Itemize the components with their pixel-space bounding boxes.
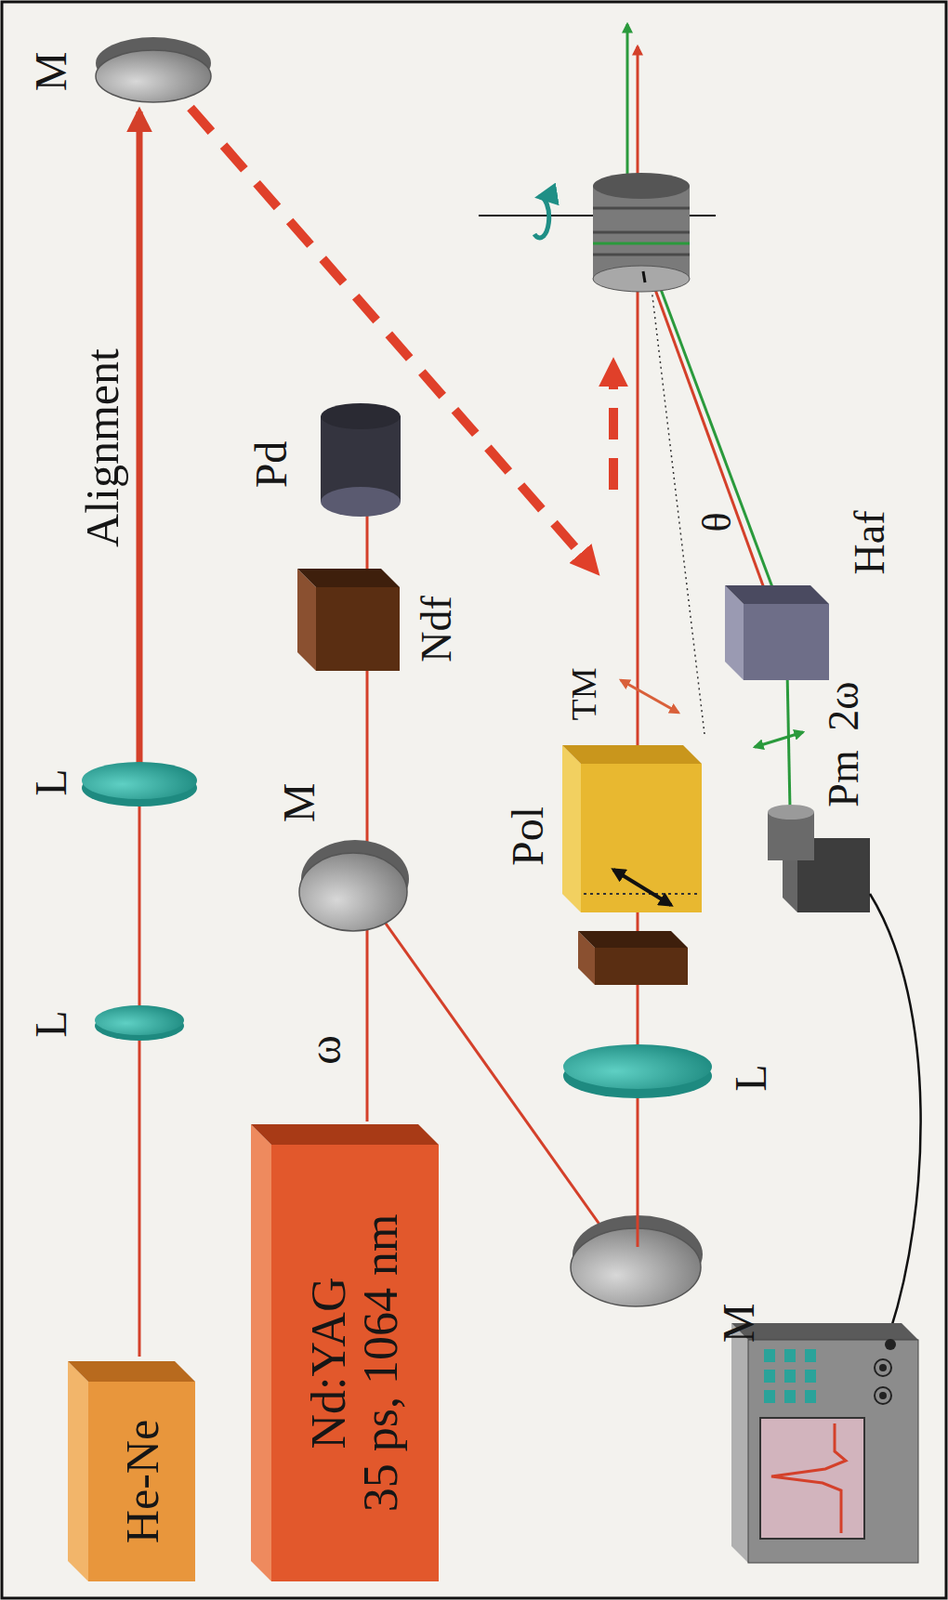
angle-label: θ bbox=[697, 512, 738, 532]
part-label: L bbox=[728, 1064, 774, 1092]
sample-holder bbox=[478, 172, 716, 292]
part-label: L bbox=[28, 768, 74, 796]
lens bbox=[563, 1044, 712, 1099]
part-label: M bbox=[28, 52, 74, 93]
mirror bbox=[95, 37, 211, 103]
frequency-label: 2ω bbox=[822, 681, 866, 731]
part-label: Haf bbox=[848, 511, 892, 576]
frequency-label: ω bbox=[302, 1035, 348, 1066]
box-faces bbox=[67, 1124, 439, 1582]
laser-box: He-Ne bbox=[88, 1382, 196, 1582]
part-label: L bbox=[28, 1010, 74, 1038]
part-label: Pd bbox=[249, 441, 294, 489]
part-label: Pm bbox=[822, 750, 866, 807]
harmonic-filter bbox=[724, 585, 830, 681]
neutral-density-filter bbox=[297, 568, 400, 672]
box-side-face bbox=[250, 1124, 439, 1146]
box-label: He-Ne bbox=[117, 1420, 168, 1544]
harmonic-beams bbox=[627, 24, 790, 809]
part-label: M bbox=[276, 783, 322, 824]
mirror bbox=[299, 840, 409, 932]
dashed-arrow bbox=[608, 368, 619, 490]
lens bbox=[81, 762, 198, 807]
dashed-arrow bbox=[190, 107, 593, 567]
box-label: Nd:YAG bbox=[302, 1277, 356, 1450]
lens bbox=[94, 1005, 185, 1041]
laser-box: Nd:YAG35 ps, 1064 nm bbox=[271, 1145, 439, 1582]
polarization-arrow bbox=[620, 680, 679, 713]
part-label: M bbox=[716, 1303, 762, 1344]
part-label: Ndf bbox=[415, 595, 459, 663]
polarizer bbox=[562, 745, 702, 913]
oscilloscope bbox=[731, 1323, 919, 1564]
polarization-label: TM bbox=[566, 668, 602, 722]
beam-label: Alignment bbox=[79, 348, 126, 548]
part-label: Pol bbox=[505, 806, 551, 867]
photomultiplier bbox=[767, 804, 870, 913]
photodiode bbox=[320, 403, 401, 517]
alignment-beam bbox=[139, 111, 141, 1357]
polarization-arrow bbox=[754, 732, 804, 748]
signal-cable bbox=[869, 894, 922, 1331]
neutral-density-filter bbox=[578, 931, 688, 986]
box-top-face bbox=[67, 1361, 89, 1582]
box-label: 35 ps, 1064 nm bbox=[355, 1214, 408, 1514]
box-top-face bbox=[250, 1124, 272, 1582]
box-side-face bbox=[67, 1361, 196, 1383]
